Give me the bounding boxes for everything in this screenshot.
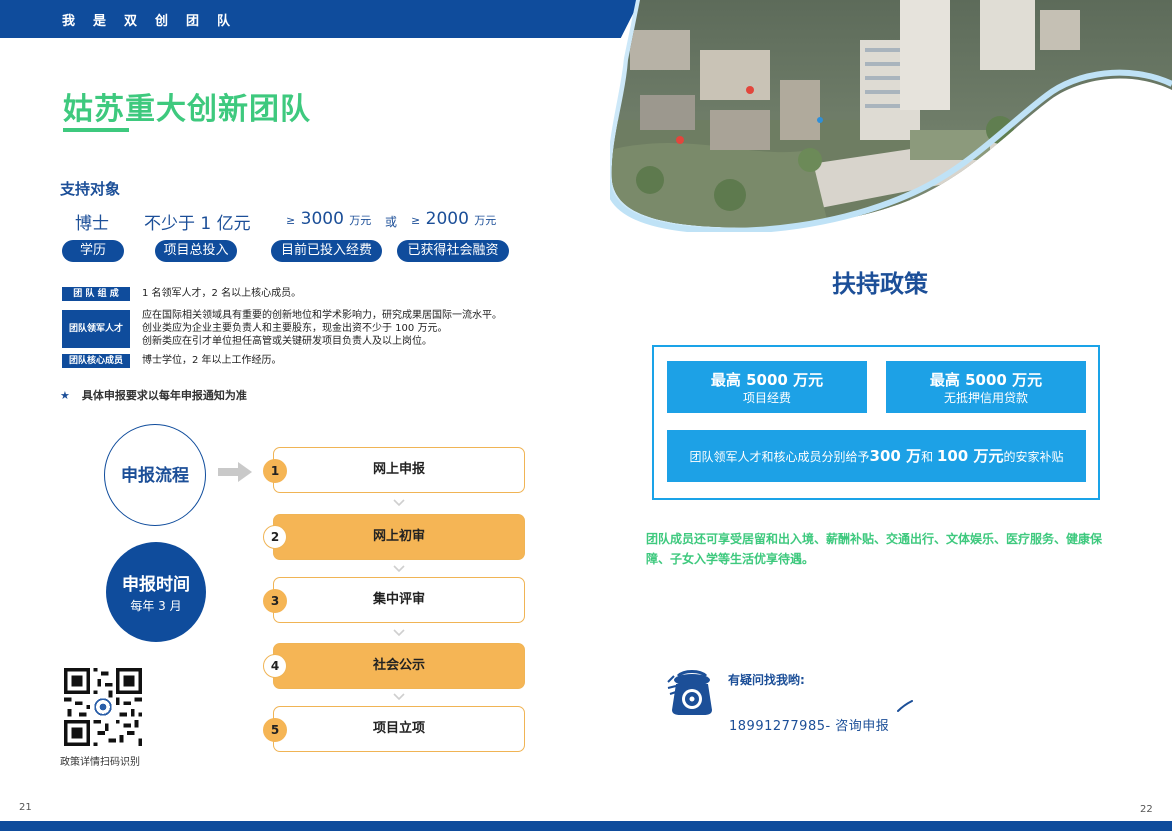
stat-funds-number: 3000: [300, 209, 344, 229]
application-note-text: 具体申报要求以每年申报通知为准: [81, 389, 247, 402]
step-number-3: 3: [263, 589, 287, 613]
page-number-left: 21: [19, 802, 32, 813]
stat-or: 或: [385, 215, 398, 229]
housing-subsidy-core: 100 万元: [936, 447, 1004, 465]
housing-subsidy-leader: 300 万: [869, 447, 922, 465]
housing-subsidy-post: 的安家补贴: [1003, 450, 1064, 464]
pen-stroke-icon: [897, 700, 913, 712]
contact-question: 有疑问找我哟:: [728, 673, 805, 687]
chevron-down-icon: [393, 499, 405, 507]
credit-loan-label: 无抵押信用贷款: [943, 391, 1028, 405]
process-label: 申报流程: [121, 466, 189, 486]
policy-box-project-funds: 最高 5000 万元 项目经费: [667, 361, 867, 413]
time-title: 申报时间: [122, 575, 190, 595]
title-underline: [63, 128, 129, 132]
stat-financing-prefix: ≥: [411, 214, 421, 227]
step-project-approval: 项目立项: [273, 706, 525, 752]
stat-funds-prefix: ≥: [286, 214, 296, 227]
arrow-right-icon: [218, 462, 252, 482]
chevron-down-icon: [393, 565, 405, 573]
desc-team-leader-2: 创业类应为企业主要负责人和主要股东，现金出资不少于 100 万元。: [142, 323, 448, 334]
step-online-apply: 网上申报: [273, 447, 525, 493]
stat-funds: ≥ 3000 万元: [286, 209, 371, 229]
step-central-review: 集中评审: [273, 577, 525, 623]
pill-social-financing: 已获得社会融资: [397, 240, 509, 262]
star-icon: ★: [60, 389, 70, 402]
housing-subsidy-mid: 和: [921, 450, 934, 464]
stat-financing: ≥ 2000 万元: [411, 209, 496, 229]
time-circle: [106, 542, 206, 642]
credit-loan-amount: 最高 5000 万元: [929, 371, 1043, 389]
stat-financing-unit: 万元: [474, 214, 497, 227]
housing-subsidy-pre: 团队领军人才和核心成员分别给予: [689, 450, 870, 464]
step-number-4: 4: [263, 654, 287, 678]
stat-investment: 不少于 1 亿元: [144, 214, 251, 234]
phone-icon: [667, 670, 712, 715]
policy-box-housing-subsidy: 团队领军人才和核心成员分别给予300 万和 100 万元的安家补贴: [667, 430, 1086, 482]
tag-core-members: 团队核心成员: [62, 354, 130, 368]
page-title: 姑苏重大创新团队: [63, 92, 311, 127]
pill-total-investment: 项目总投入: [155, 240, 237, 262]
application-note: ★ 具体申报要求以每年申报通知为准: [60, 387, 247, 403]
policy-box-credit-loan: 最高 5000 万元 无抵押信用贷款: [886, 361, 1086, 413]
section-header-title: 我是双创团队: [62, 14, 249, 29]
footer-band: [0, 821, 1172, 831]
qr-code[interactable]: [64, 668, 142, 746]
step-public-notice: 社会公示: [273, 643, 525, 689]
tag-team-leader: 团队领军人才: [62, 310, 130, 348]
stat-degree: 博士: [75, 214, 109, 234]
project-funds-amount: 最高 5000 万元: [710, 371, 824, 389]
step-number-1: 1: [263, 459, 287, 483]
stat-financing-number: 2000: [425, 209, 469, 229]
support-target-title: 支持对象: [60, 180, 121, 198]
chevron-down-icon: [393, 693, 405, 701]
pill-invested-funds: 目前已投入经费: [271, 240, 382, 262]
header-band: [0, 0, 640, 38]
time-value: 每年 3 月: [130, 599, 182, 613]
qr-caption: 政策详情扫码识别: [60, 757, 140, 768]
step-online-review: 网上初审: [273, 514, 525, 560]
stat-funds-unit: 万元: [349, 214, 372, 227]
desc-team-composition: 1 名领军人才，2 名以上核心成员。: [142, 288, 302, 299]
hero-city-image: [610, 0, 1172, 232]
process-circle: [104, 424, 206, 526]
pill-degree: 学历: [62, 240, 124, 262]
contact-phone-number[interactable]: 18991277985- 咨询申报: [729, 719, 890, 734]
project-funds-label: 项目经费: [742, 391, 791, 405]
desc-core-members: 博士学位，2 年以上工作经历。: [142, 355, 282, 366]
desc-team-leader-3: 创新类应在引才单位担任高管或关键研发项目负责人及以上岗位。: [142, 336, 432, 347]
tag-team-composition: 团 队 组 成: [62, 287, 130, 301]
policy-title: 扶持政策: [832, 270, 928, 298]
chevron-down-icon: [393, 629, 405, 637]
page-number-right: 22: [1140, 804, 1153, 815]
step-number-5: 5: [263, 718, 287, 742]
benefits-text: 团队成员还可享受居留和出入境、薪酬补贴、交通出行、文体娱乐、医疗服务、健康保障、…: [646, 532, 1103, 566]
desc-team-leader-1: 应在国际相关领域具有重要的创新地位和学术影响力，研究成果居国际一流水平。: [142, 310, 502, 321]
step-number-2: 2: [263, 525, 287, 549]
